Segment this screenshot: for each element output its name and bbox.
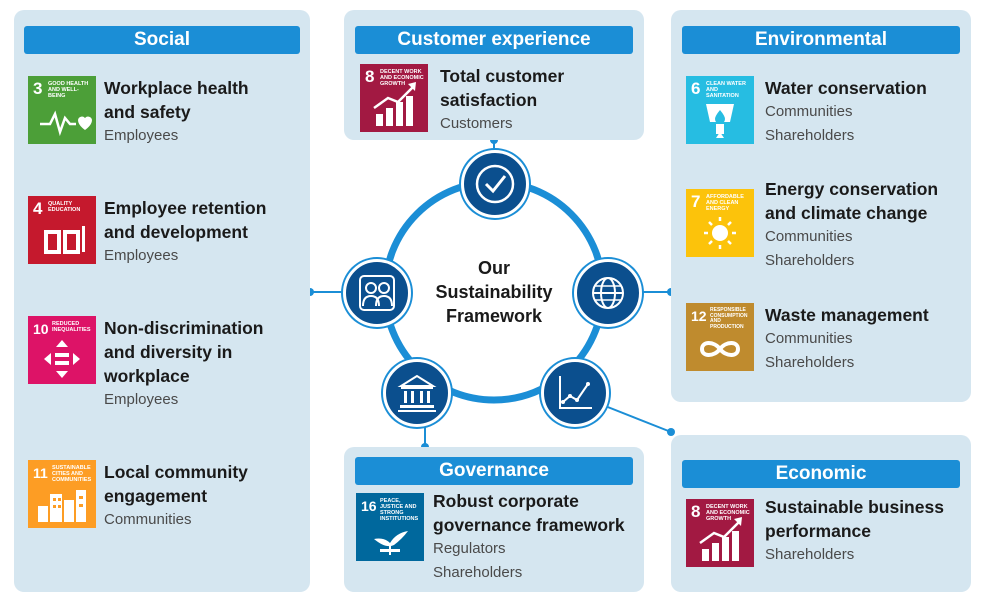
sdg-6-badge: 6 Clean water and sanitation xyxy=(686,76,754,144)
item-title: Sustainable business xyxy=(765,497,944,517)
line-chart-icon xyxy=(559,376,592,409)
institution-icon xyxy=(397,374,437,412)
environmental-panel: Environmental 6 Clean water and sanitati… xyxy=(671,10,971,402)
item-title: workplace xyxy=(104,366,190,386)
social-item-community: 11 Sustainable cities and communities Lo… xyxy=(28,460,308,540)
social-header: Social xyxy=(24,26,300,54)
sdg-3-badge: 3 Good health and well-being xyxy=(28,76,96,144)
item-title: performance xyxy=(765,521,872,541)
item-title: satisfaction xyxy=(440,90,538,110)
stakeholder: Communities xyxy=(765,103,853,120)
growth-chart-icon xyxy=(699,517,742,561)
environmental-header: Environmental xyxy=(682,26,960,54)
stakeholder: Regulators xyxy=(433,540,506,557)
water-drop-icon xyxy=(706,104,734,138)
item-title: engagement xyxy=(104,486,208,506)
infinity-icon xyxy=(699,341,741,357)
stakeholder: Shareholders xyxy=(765,354,855,371)
node-environmental xyxy=(574,259,642,327)
sun-icon xyxy=(704,217,736,249)
governance-header: Governance xyxy=(355,457,633,485)
stakeholder: Shareholders xyxy=(765,546,855,563)
globe-icon xyxy=(592,277,624,309)
stakeholder: Shareholders xyxy=(765,127,855,144)
environmental-item-waste: 12 Responsible consumption and productio… xyxy=(686,303,971,383)
item-title: and development xyxy=(104,222,248,242)
item-title: Employee retention xyxy=(104,198,267,218)
item-title: Waste management xyxy=(765,305,929,325)
social-item-diversity: 10 Reduced inequalities Non-discriminati… xyxy=(28,316,308,416)
growth-chart-icon xyxy=(373,82,416,126)
item-title: Local community xyxy=(104,462,248,482)
economic-panel: Economic 8 Decent work and economic grow… xyxy=(671,435,971,592)
stakeholder: Shareholders xyxy=(433,564,523,581)
stakeholder: Customers xyxy=(440,115,513,132)
stakeholder: Employees xyxy=(104,247,179,264)
item-title: Non-discrimination xyxy=(104,318,264,338)
customer-experience-header: Customer experience xyxy=(355,26,633,54)
stakeholder: Employees xyxy=(104,391,179,408)
city-icon xyxy=(38,490,86,522)
sdg-16-badge: 16 Peace, justice and strong institution… xyxy=(356,493,424,561)
item-title: and diversity in xyxy=(104,342,233,362)
stakeholder: Communities xyxy=(104,511,192,528)
stakeholder: Communities xyxy=(765,228,853,245)
sdg-11-badge: 11 Sustainable cities and communities xyxy=(28,460,96,528)
economic-header: Economic xyxy=(682,460,960,488)
sdg-10-badge: 10 Reduced inequalities xyxy=(28,316,96,384)
stakeholder: Employees xyxy=(104,127,179,144)
economic-item-performance: 8 Decent work and economic growth Sustai… xyxy=(686,495,971,585)
equality-icon xyxy=(44,340,80,378)
node-customer xyxy=(461,150,529,218)
item-title: Energy conservation xyxy=(765,179,939,199)
environmental-item-energy: 7 Affordable and clean energy Energy con… xyxy=(686,177,971,277)
book-icon xyxy=(44,226,85,254)
item-title: and climate change xyxy=(765,203,928,223)
environmental-item-water: 6 Clean water and sanitation Water conse… xyxy=(686,76,971,156)
stakeholder: Communities xyxy=(765,330,853,347)
customer-item-satisfaction: 8 Decent work and economic growth Total … xyxy=(360,64,640,136)
social-item-retention: 4 Quality education Employee retention a… xyxy=(28,196,308,276)
sdg-4-badge: 4 Quality education xyxy=(28,196,96,264)
social-panel: Social 3 Good health and well-being Work… xyxy=(14,10,310,592)
people-icon xyxy=(359,275,395,311)
item-title: Water conservation xyxy=(765,78,927,98)
item-title: governance framework xyxy=(433,515,625,535)
social-item-health: 3 Good health and well-being Workplace h… xyxy=(28,76,308,156)
node-governance xyxy=(383,359,451,427)
framework-title: Our Sustainability Framework xyxy=(435,258,553,326)
stakeholder: Shareholders xyxy=(765,252,855,269)
governance-panel: Governance 16 Peace, justice and strong … xyxy=(344,447,644,592)
dove-icon xyxy=(374,531,408,555)
item-title: and safety xyxy=(104,102,191,122)
checkmark-icon xyxy=(475,164,515,204)
item-title: Workplace health xyxy=(104,78,249,98)
node-economic xyxy=(541,359,609,427)
customer-experience-panel: Customer experience 8 Decent work and ec… xyxy=(344,10,644,140)
sdg-8-badge: 8 Decent work and economic growth xyxy=(360,64,428,132)
sdg-7-badge: 7 Affordable and clean energy xyxy=(686,189,754,257)
heartbeat-icon xyxy=(40,110,92,137)
governance-item-framework: 16 Peace, justice and strong institution… xyxy=(356,489,646,589)
node-social xyxy=(343,259,411,327)
sdg-12-badge: 12 Responsible consumption and productio… xyxy=(686,303,754,371)
sdg-8-badge: 8 Decent work and economic growth xyxy=(686,499,754,567)
item-title: Robust corporate xyxy=(433,491,579,511)
item-title: Total customer xyxy=(440,66,565,86)
